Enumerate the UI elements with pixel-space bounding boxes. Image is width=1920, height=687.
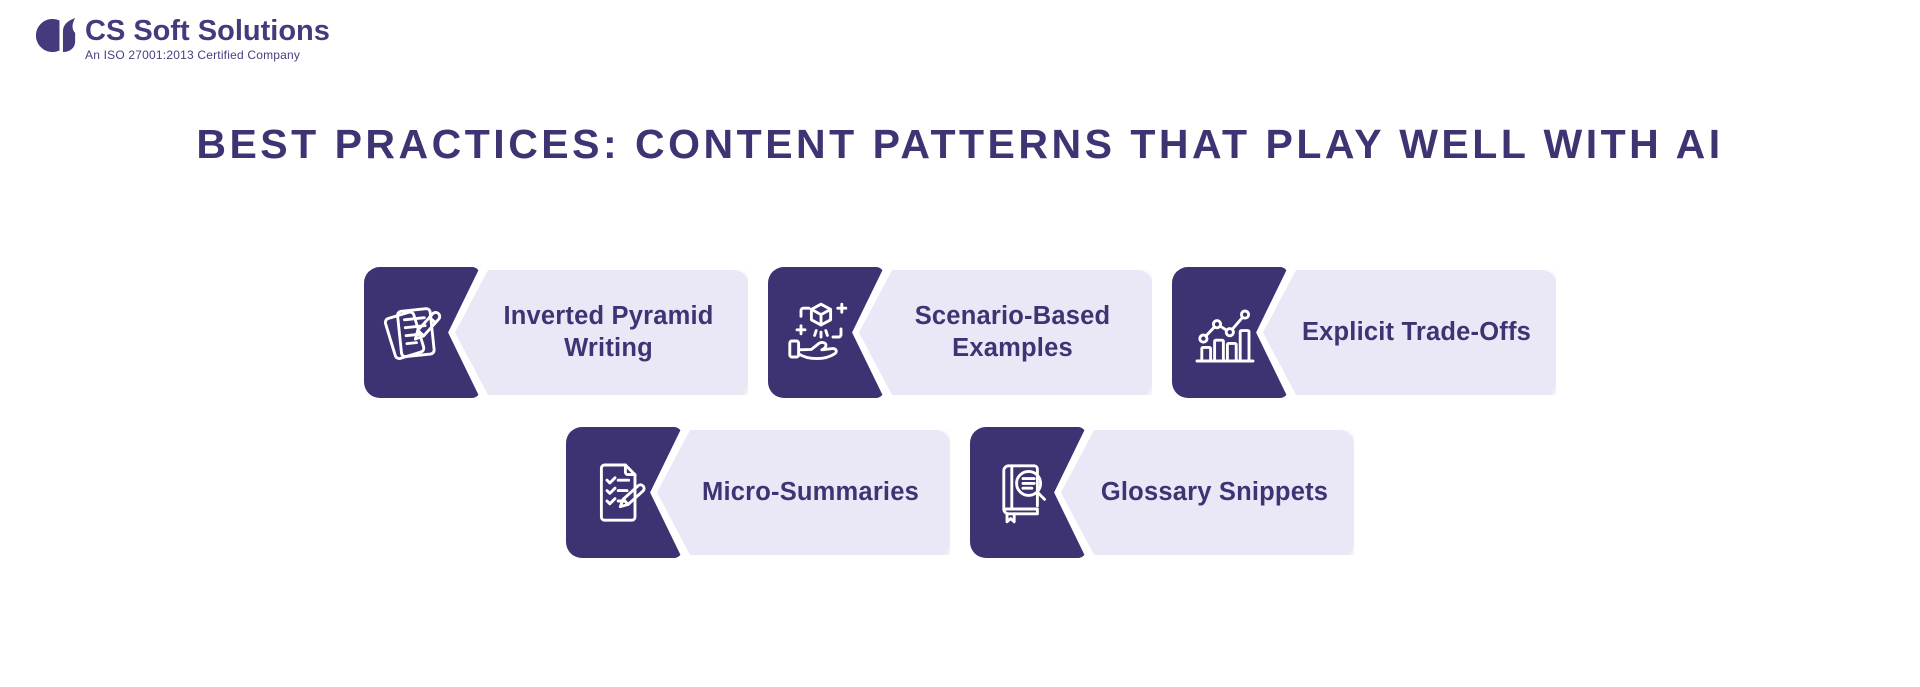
hand-3d-cube-icon bbox=[781, 293, 861, 373]
page-title: BEST PRACTICES: CONTENT PATTERNS THAT PL… bbox=[196, 121, 1724, 167]
notepad-pencil-icon bbox=[377, 293, 457, 373]
card-label-panel: Micro-Summaries bbox=[657, 430, 950, 555]
card-label-panel: Scenario-Based Examples bbox=[859, 270, 1152, 395]
card-glossary-snippets: Glossary Snippets bbox=[970, 427, 1354, 558]
card-label: Scenario-Based Examples bbox=[914, 302, 1111, 362]
company-logo: CS Soft Solutions An ISO 27001:2013 Cert… bbox=[36, 13, 330, 62]
card-label: Inverted Pyramid Writing bbox=[503, 302, 714, 362]
logo-text-block: CS Soft Solutions An ISO 27001:2013 Cert… bbox=[85, 13, 330, 62]
card-micro-summaries: Micro-Summaries bbox=[566, 427, 950, 558]
cards-row-1: Inverted Pyramid Writing Scenario-Based … bbox=[0, 267, 1920, 398]
card-scenario-based-examples: Scenario-Based Examples bbox=[768, 267, 1152, 398]
document-checklist-icon bbox=[579, 453, 659, 533]
card-inverted-pyramid-writing: Inverted Pyramid Writing bbox=[364, 267, 748, 398]
card-label-panel: Inverted Pyramid Writing bbox=[455, 270, 748, 395]
company-tagline: An ISO 27001:2013 Certified Company bbox=[85, 48, 301, 62]
company-name: CS Soft Solutions bbox=[85, 15, 330, 47]
card-label: Explicit Trade-Offs bbox=[1301, 317, 1532, 346]
cards-row-2: Micro-Summaries Glossary Snippets bbox=[0, 427, 1920, 558]
cs-logo-mark-icon bbox=[36, 13, 76, 58]
card-explicit-trade-offs: Explicit Trade-Offs bbox=[1172, 267, 1556, 398]
card-label: Micro-Summaries bbox=[702, 477, 919, 506]
growth-chart-icon bbox=[1185, 293, 1265, 373]
card-label-panel: Explicit Trade-Offs bbox=[1263, 270, 1556, 395]
book-magnifier-icon bbox=[983, 453, 1063, 533]
card-label: Glossary Snippets bbox=[1100, 477, 1329, 506]
card-label-panel: Glossary Snippets bbox=[1061, 430, 1354, 555]
